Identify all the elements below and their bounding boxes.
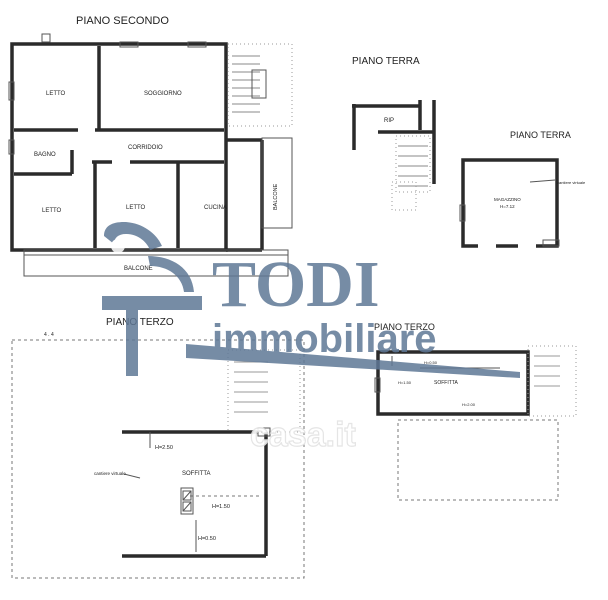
floor-title-piano-terra-a: PIANO TERRA <box>352 56 420 67</box>
room-letto-bottom-left: LETTO <box>42 208 62 214</box>
room-soffitta-right: SOFFITTA <box>434 380 458 386</box>
height-2-50: H=2.50 <box>155 445 173 451</box>
room-balcone-right: BALCONE <box>273 183 279 210</box>
floor-title-piano-terzo-b: PIANO TERZO <box>374 322 435 332</box>
note-cantiere-virtuale-b: cantiere virtuale <box>94 471 126 476</box>
plan-piano-terzo-bottom <box>11 339 305 579</box>
room-balcone-bottom: BALCONE <box>124 266 153 272</box>
room-cucina: CUCINA <box>204 205 227 211</box>
plan-piano-terra-rip <box>352 100 436 211</box>
corner-mark: 4 . 4 <box>44 332 54 338</box>
note-cantiere-virtuale-a: cantiere virtuale <box>557 180 586 185</box>
watermark-site: casa.it <box>250 416 356 454</box>
height-right-1: H=0.50 <box>424 360 438 365</box>
floor-title-piano-secondo: PIANO SECONDO <box>76 15 169 27</box>
room-magazzino-height: H=7.12 <box>500 204 515 209</box>
plan-piano-terra-magazzino <box>459 158 560 249</box>
room-letto-middle: LETTO <box>126 205 146 211</box>
watermark-brand-bottom: immobiliare <box>212 317 437 361</box>
height-1-50: H=1.50 <box>212 504 230 510</box>
watermark-brand-top: TODI <box>212 248 380 321</box>
todi-logo-icon <box>102 222 520 378</box>
floor-title-piano-terra-b: PIANO TERRA <box>510 130 571 140</box>
plan-piano-terzo-right <box>374 345 577 501</box>
room-soffitta-bottom: SOFFITTA <box>182 471 211 477</box>
watermark: TODI immobiliare <box>102 222 520 378</box>
room-soggiorno: SOGGIORNO <box>144 91 182 97</box>
height-0-50: H=0.50 <box>198 536 216 542</box>
floor-title-piano-terzo-a: PIANO TERZO <box>106 317 174 328</box>
room-letto-top: LETTO <box>46 91 66 97</box>
room-corridoio: CORRIDOIO <box>128 145 163 151</box>
room-bagno: BAGNO <box>34 152 56 158</box>
room-rip: RIP <box>384 118 394 124</box>
height-right-3: H=2.00 <box>462 402 476 407</box>
height-right-2: H=1.50 <box>398 380 412 385</box>
outer-wall <box>10 42 228 252</box>
room-magazzino: MAGAZZINO <box>494 197 521 202</box>
